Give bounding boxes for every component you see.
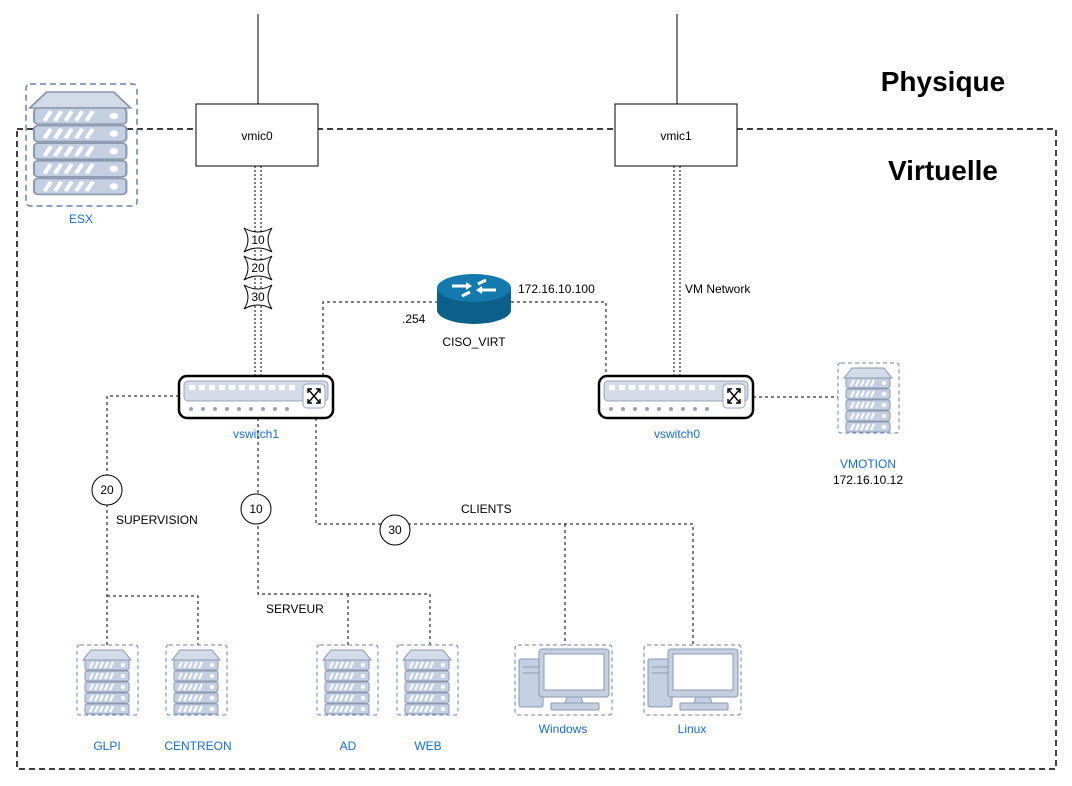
vlan-clients-label: CLIENTS bbox=[461, 502, 512, 516]
windows-label: Windows bbox=[539, 722, 588, 736]
centreon-label: CENTREON bbox=[164, 739, 231, 753]
router-link-vswitch0 bbox=[511, 301, 607, 376]
vmic1-label: vmic1 bbox=[660, 129, 692, 143]
vlan-20-badge: 20 bbox=[91, 474, 123, 506]
vswitch0-label: vswitch0 bbox=[654, 427, 700, 441]
clients-links bbox=[315, 418, 694, 645]
trunk-tag-30: 30 bbox=[243, 284, 273, 310]
windows-pc bbox=[514, 644, 613, 716]
linux-pc bbox=[643, 644, 742, 716]
glpi-label: GLPI bbox=[93, 739, 120, 753]
vmotion-server bbox=[837, 362, 900, 434]
router-link-vswitch1 bbox=[322, 301, 438, 376]
vlan-30-badge: 30 bbox=[379, 514, 411, 546]
vmotion-label: VMOTION bbox=[840, 457, 896, 471]
esx-server bbox=[25, 83, 138, 207]
vmic0-label: vmic0 bbox=[241, 129, 273, 143]
virtual-zone-title: Virtuelle bbox=[888, 155, 998, 186]
esx-label: ESX bbox=[69, 212, 93, 226]
web-server bbox=[396, 644, 459, 716]
linux-label: Linux bbox=[678, 722, 707, 736]
svg-text:20: 20 bbox=[100, 483, 114, 497]
supervision-links bbox=[106, 395, 199, 645]
trunk-tag-20: 20 bbox=[243, 255, 273, 281]
trunk-tag-10: 10 bbox=[243, 227, 273, 253]
vmotion-ip: 172.16.10.12 bbox=[833, 473, 903, 487]
svg-text:30: 30 bbox=[388, 523, 402, 537]
vlan-supervision-label: SUPERVISION bbox=[116, 513, 198, 527]
vlan-serveur-label: SERVEUR bbox=[266, 602, 324, 616]
vmic0-box: vmic0 bbox=[195, 103, 319, 167]
svg-text:10: 10 bbox=[249, 502, 263, 516]
serveur-links bbox=[257, 418, 431, 645]
vswitch0-icon bbox=[597, 374, 755, 420]
vswitch1-label: vswitch1 bbox=[233, 427, 279, 441]
svg-text:20: 20 bbox=[251, 261, 265, 275]
physical-zone-title: Physique bbox=[881, 66, 1005, 97]
centreon-server bbox=[165, 644, 228, 716]
svg-text:30: 30 bbox=[251, 290, 265, 304]
svg-text:10: 10 bbox=[251, 233, 265, 247]
vmic1-box: vmic1 bbox=[614, 103, 738, 167]
vm-network-link bbox=[673, 166, 681, 376]
router-ip-right: 172.16.10.100 bbox=[518, 282, 595, 296]
glpi-server bbox=[76, 644, 139, 716]
ad-label: AD bbox=[340, 739, 357, 753]
router-ip-left: .254 bbox=[402, 312, 426, 326]
router-icon bbox=[437, 274, 511, 324]
trunk-vlan-tags: 10 20 30 bbox=[243, 227, 273, 310]
ad-server bbox=[316, 644, 379, 716]
vswitch1-icon bbox=[177, 374, 335, 420]
web-label: WEB bbox=[414, 739, 441, 753]
router-label: CISO_VIRT bbox=[442, 335, 506, 349]
vm-network-label: VM Network bbox=[685, 282, 751, 296]
vlan-10-badge: 10 bbox=[240, 493, 272, 525]
